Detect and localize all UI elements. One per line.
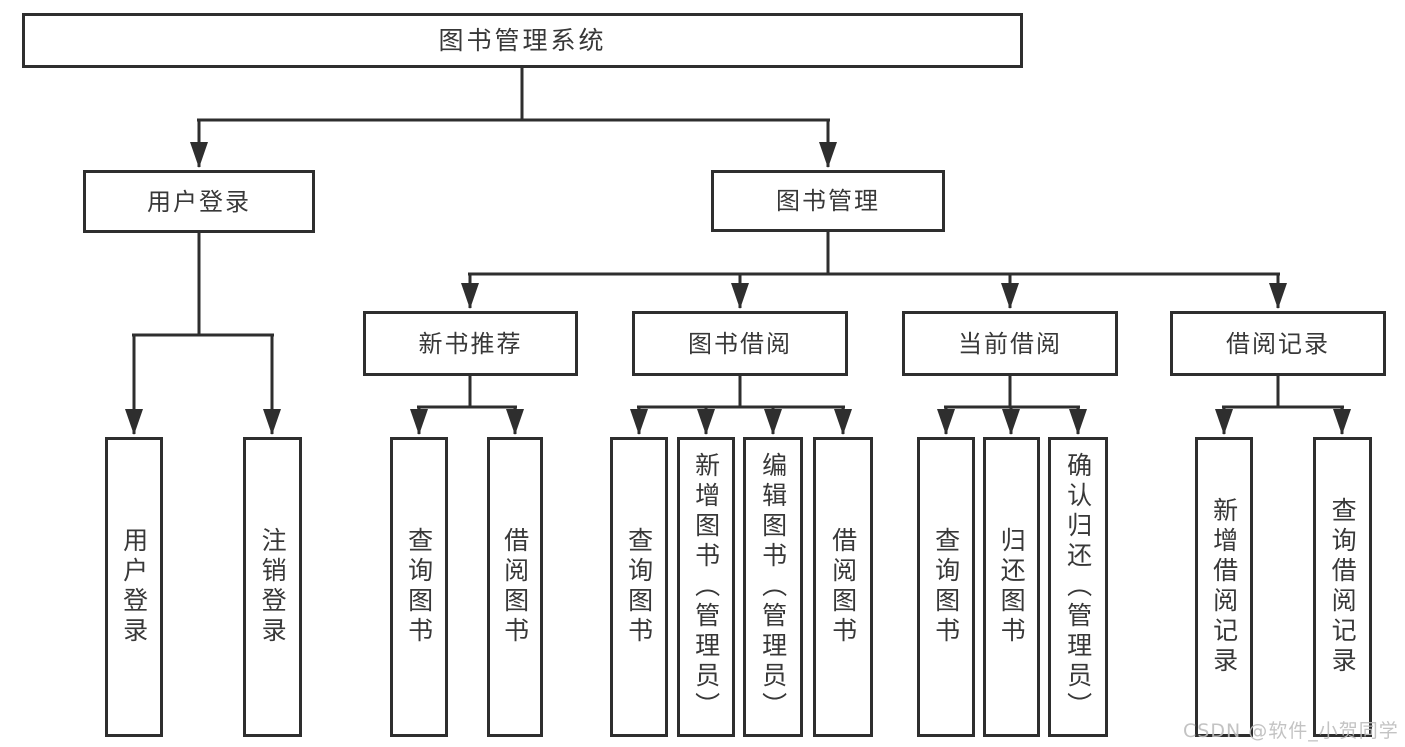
leaf-return-books: 归还图书 bbox=[983, 437, 1040, 737]
leaf-add-borrow-record: 新增借阅记录 bbox=[1195, 437, 1253, 737]
node-root-library-system: 图书管理系统 bbox=[22, 13, 1023, 68]
leaf-query-books-recommend: 查询图书 bbox=[390, 437, 448, 737]
csdn-watermark: CSDN @软件_小贺同学 bbox=[1183, 720, 1399, 742]
node-book-management: 图书管理 bbox=[711, 170, 945, 232]
leaf-user-login: 用户登录 bbox=[105, 437, 163, 737]
node-user-login: 用户登录 bbox=[83, 170, 315, 233]
leaf-add-books-admin: 新增图书（管理员） bbox=[677, 437, 735, 737]
leaf-edit-books-admin: 编辑图书（管理员） bbox=[743, 437, 803, 737]
node-current-borrowing: 当前借阅 bbox=[902, 311, 1118, 376]
leaf-logout: 注销登录 bbox=[243, 437, 302, 737]
leaf-confirm-return-admin: 确认归还（管理员） bbox=[1048, 437, 1108, 737]
node-book-borrowing: 图书借阅 bbox=[632, 311, 848, 376]
leaf-borrow-books: 借阅图书 bbox=[813, 437, 873, 737]
node-new-book-recommend: 新书推荐 bbox=[363, 311, 578, 376]
leaf-query-borrow-record: 查询借阅记录 bbox=[1313, 437, 1372, 737]
leaf-query-books-current: 查询图书 bbox=[917, 437, 975, 737]
node-borrowing-records: 借阅记录 bbox=[1170, 311, 1386, 376]
leaf-borrow-books-recommend: 借阅图书 bbox=[487, 437, 543, 737]
leaf-query-books-borrow: 查询图书 bbox=[610, 437, 668, 737]
